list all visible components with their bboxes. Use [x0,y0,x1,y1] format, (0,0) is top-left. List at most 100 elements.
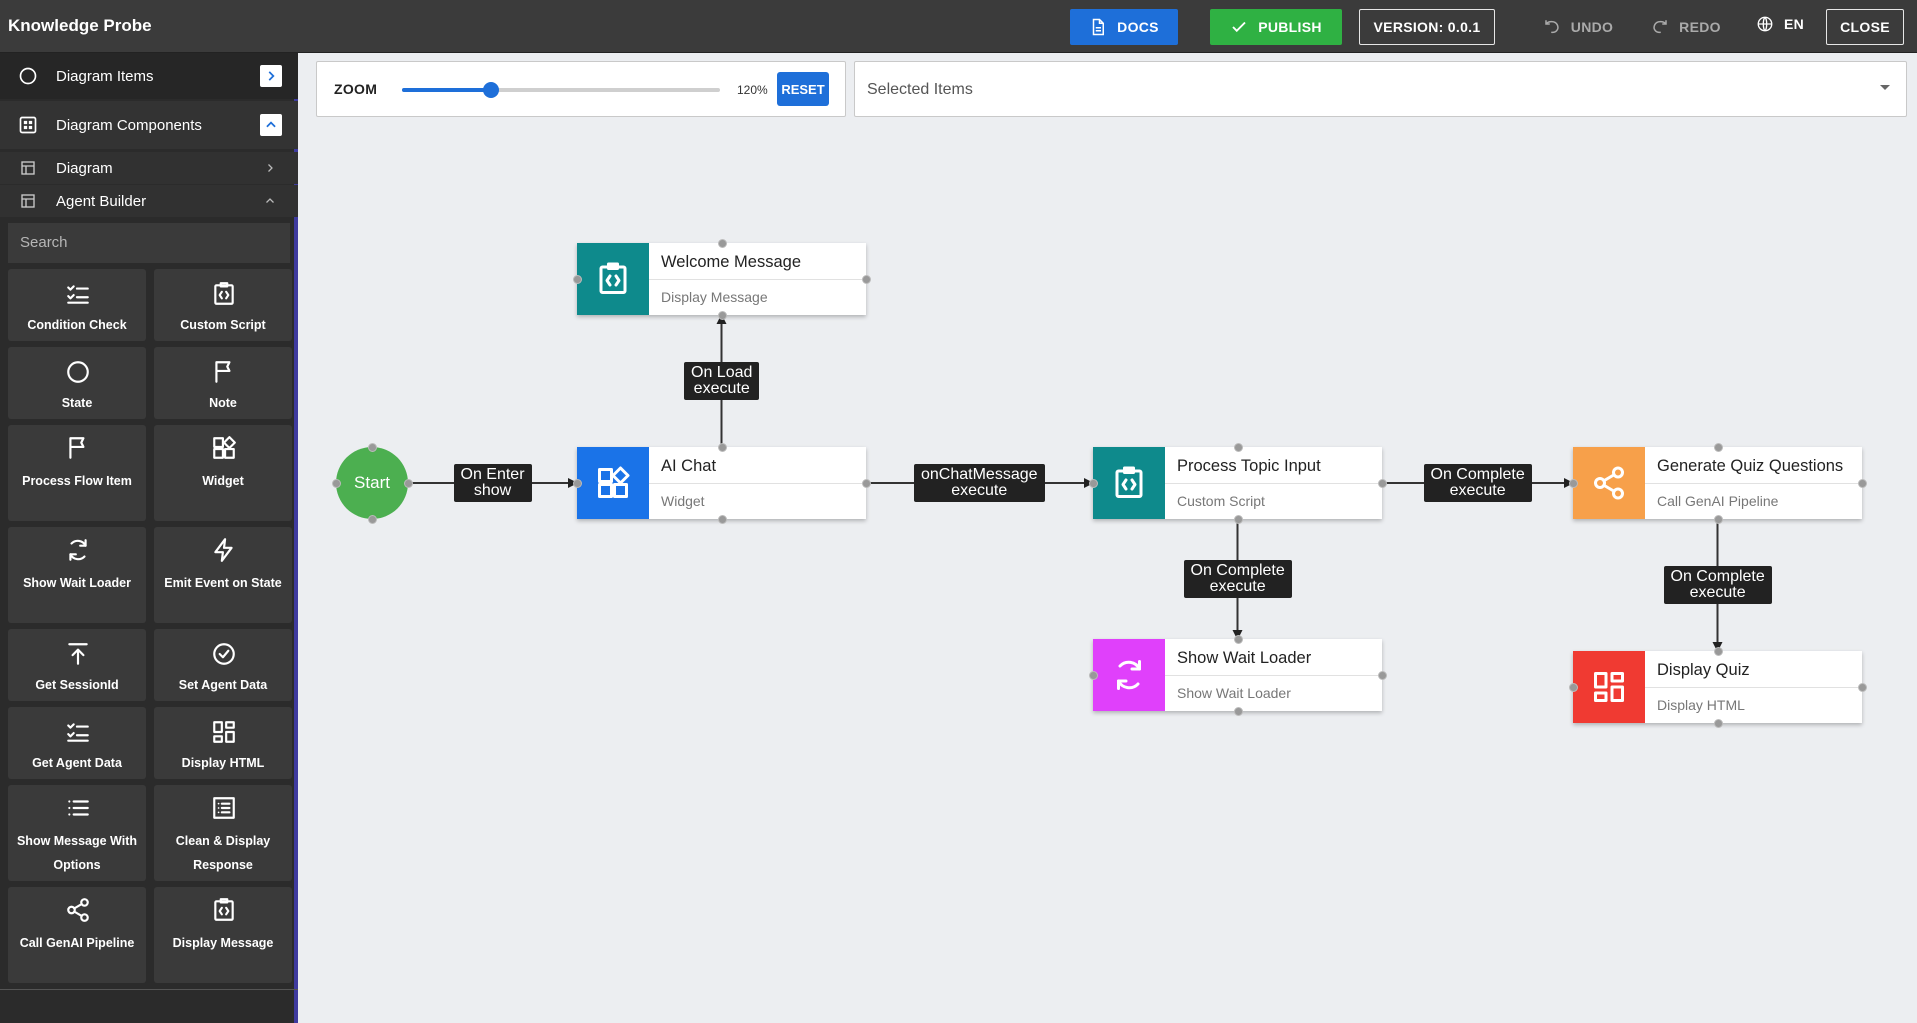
sidebar-item-diagram[interactable]: Diagram [0,152,298,184]
edge-label-action: execute [951,482,1008,499]
palette-tile-custom-script[interactable]: Custom Script [154,269,292,341]
node-title: Display Quiz [1657,661,1750,679]
connection-port[interactable] [717,443,727,452]
node-title: Show Wait Loader [1177,649,1312,667]
zoom-slider[interactable] [402,82,720,98]
sync-icon [69,539,87,561]
connection-port[interactable] [1569,683,1578,692]
connection-port[interactable] [1233,635,1243,644]
grid-icon [19,116,37,134]
connection-port[interactable] [332,479,341,488]
connection-port[interactable] [1233,707,1243,716]
node-divider [1165,675,1382,676]
zoom-slider-thumb[interactable] [483,82,500,98]
search-input[interactable] [8,223,290,263]
palette-tile-set-agent-data[interactable]: Set Agent Data [154,629,292,701]
connection-port[interactable] [1378,479,1387,488]
node-subtitle: Widget [661,493,705,509]
palette-tile-clean-display-response[interactable]: Clean & Display Response [154,785,292,881]
connection-port[interactable] [368,515,377,524]
zoom-panel: ZOOM 120% RESET [316,61,846,117]
connection-port[interactable] [368,443,377,452]
node-icon-box [577,447,649,519]
connection-port[interactable] [717,311,727,320]
palette-tile-get-agent-data[interactable]: Get Agent Data [8,707,146,779]
chevron-right-icon [268,71,275,81]
connection-port[interactable] [1713,515,1723,524]
connection-port[interactable] [1858,683,1867,692]
publish-button[interactable]: PUBLISH [1210,9,1342,45]
connection-port[interactable] [1713,647,1723,656]
connection-port[interactable] [404,479,413,488]
connection-port[interactable] [1858,479,1867,488]
connection-port[interactable] [573,479,582,488]
palette-tile-condition-check[interactable]: Condition Check [8,269,146,341]
palette-tile-display-html[interactable]: Display HTML [154,707,292,779]
expand-toggle[interactable] [260,65,282,87]
script-icon [599,262,627,294]
selected-items-dropdown[interactable]: Selected Items [854,61,1907,117]
circle-icon [67,361,89,383]
script-icon [214,898,234,921]
connection-port[interactable] [862,479,871,488]
undo-button[interactable]: UNDO [1535,9,1621,45]
connection-port[interactable] [1378,671,1387,680]
connection-port[interactable] [1233,515,1243,524]
diagram-items-header[interactable]: Diagram Items [0,53,298,99]
palette-tile-show-message-with-options[interactable]: Show Message With Options [8,785,146,881]
connection-port[interactable] [1233,443,1243,452]
zoom-slider-fill [402,88,492,92]
palette-tile-get-sessionid[interactable]: Get SessionId [8,629,146,701]
connection-port[interactable] [1569,479,1578,488]
palette-tile-emit-event-on-state[interactable]: Emit Event on State [154,527,292,623]
version-button[interactable]: VERSION: 0.0.1 [1359,9,1495,45]
node-subtitle: Display Message [661,289,768,305]
connection-port[interactable] [717,515,727,524]
redo-button[interactable]: REDO [1645,9,1727,45]
connection-port[interactable] [573,275,582,284]
palette-tile-process-flow-item[interactable]: Process Flow Item [8,425,146,521]
redo-label: REDO [1679,19,1721,35]
connection-port[interactable] [1713,443,1723,452]
start-node[interactable]: Start [336,447,408,519]
publish-label: PUBLISH [1258,19,1322,35]
edge-label-event: On Load [691,364,753,381]
palette-tile-call-genai-pipeline[interactable]: Call GenAI Pipeline [8,887,146,983]
language-button[interactable]: EN [1750,6,1810,42]
palette-tile-state[interactable]: State [8,347,146,419]
edge-label-action: execute [693,380,750,397]
docs-button[interactable]: DOCS [1070,9,1178,45]
palette-tile-display-message[interactable]: Display Message [154,887,292,983]
connection-port[interactable] [717,239,727,248]
palette-tile-show-wait-loader[interactable]: Show Wait Loader [8,527,146,623]
checklist-icon [67,723,89,742]
diagram-components-header[interactable]: Diagram Components [0,101,298,149]
palette-tile-note[interactable]: Note [154,347,292,419]
sidebar-item-agent-builder[interactable]: Agent Builder [0,185,298,217]
share-icon [67,898,89,922]
palette-tile-label: Show Message With Options [16,834,138,872]
top-bar: Knowledge Probe DOCS PUBLISH VERSION: 0.… [0,0,1917,53]
connection-port[interactable] [1713,719,1723,728]
reset-zoom-button[interactable]: RESET [777,72,829,106]
chevron-right-icon [268,164,273,172]
palette-tile-widget[interactable]: Widget [154,425,292,521]
close-button[interactable]: CLOSE [1826,9,1904,45]
connection-port[interactable] [862,275,871,284]
list-icon [68,800,89,816]
connection-port[interactable] [1089,479,1098,488]
collapse-toggle[interactable] [260,114,282,136]
connection-port[interactable] [1089,671,1098,680]
